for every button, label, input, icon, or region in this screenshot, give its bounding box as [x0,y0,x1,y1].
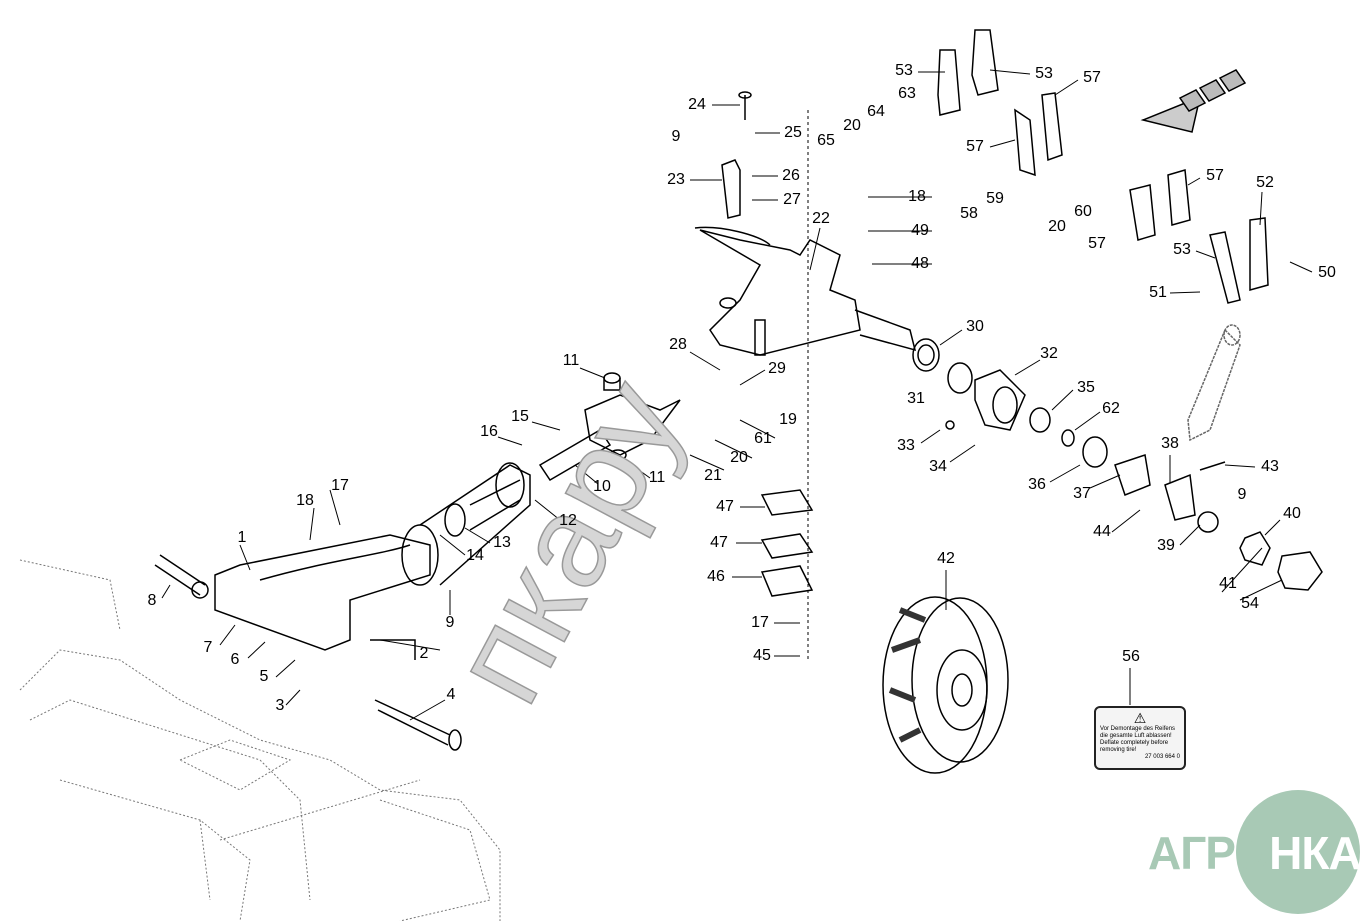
callout-46: 46 [707,568,725,585]
warning-line: Vor Demontage des Reifens [1100,726,1176,732]
callout-49: 49 [911,222,929,239]
callout-57: 57 [966,138,984,155]
callout-52: 52 [1256,174,1274,191]
callout-9: 9 [671,128,681,145]
callout-61: 61 [754,430,772,447]
callout-35: 35 [1077,379,1095,396]
callout-13: 13 [493,534,511,551]
callout-24: 24 [688,96,706,113]
callout-31: 31 [907,390,925,407]
brackets [937,29,1269,304]
callout-53: 53 [895,62,913,79]
callout-56: 56 [1122,648,1140,665]
callout-15: 15 [511,408,529,425]
callout-47: 47 [716,498,734,515]
front-axle [694,91,917,356]
callout-54: 54 [1241,595,1259,612]
callout-30: 30 [966,318,984,335]
callout-17: 17 [751,614,769,631]
callout-38: 38 [1161,435,1179,452]
tire-warning-label: ⚠ Vor Demontage des Reifens die gesamte … [1094,706,1186,770]
callout-18: 18 [908,188,926,205]
callout-14: 14 [466,547,484,564]
callout-22: 22 [812,210,830,227]
callout-32: 32 [1040,345,1058,362]
warning-line: Deflate completely before [1100,740,1169,746]
callout-28: 28 [669,336,687,353]
callout-19: 19 [779,411,797,428]
callout-53: 53 [1035,65,1053,82]
callout-3: 3 [275,697,285,714]
callout-57: 57 [1083,69,1101,86]
callout-20: 20 [1048,218,1066,235]
callout-11: 11 [562,352,580,369]
callout-17: 17 [331,477,349,494]
callout-23: 23 [667,171,685,188]
callout-9: 9 [1237,486,1247,503]
direction-arrow-icon [1140,69,1247,133]
callout-39: 39 [1157,537,1175,554]
callout-42: 42 [937,550,955,567]
logo-text-a: АГРО [1148,827,1270,879]
callout-20: 20 [843,117,861,134]
steering-cylinder [1187,324,1241,442]
callout-51: 51 [1149,284,1167,301]
callout-62: 62 [1102,400,1120,417]
logo-text-b: НКА [1269,827,1362,879]
leader-lines [161,69,1313,721]
callout-6: 6 [230,651,240,668]
warning-triangle-icon: ⚠ [1133,710,1147,726]
logo: АГРОНКА [1148,826,1362,880]
callout-2: 2 [419,645,429,662]
callout-48: 48 [911,255,929,272]
callout-10: 10 [593,478,611,495]
wheel-hub [912,338,1323,591]
callout-29: 29 [768,360,786,377]
callout-18: 18 [296,492,314,509]
callout-21: 21 [704,467,722,484]
callout-8: 8 [147,592,157,609]
callout-1: 1 [237,529,247,546]
callout-11: 11 [648,469,666,486]
callout-43: 43 [1261,458,1279,475]
callout-50: 50 [1318,264,1336,281]
callout-12: 12 [559,512,577,529]
warning-line: die gesamte Luft ablassen! [1100,733,1172,739]
logo-circle [1236,790,1360,914]
callout-4: 4 [446,686,456,703]
callout-27: 27 [783,191,801,208]
axle-carrier [154,372,681,751]
callout-60: 60 [1074,203,1092,220]
callout-44: 44 [1093,523,1111,540]
warning-code: 27 003 664 0 [1144,754,1180,760]
callout-33: 33 [897,437,915,454]
callout-41: 41 [1219,575,1237,592]
callout-40: 40 [1283,505,1301,522]
callout-37: 37 [1073,485,1091,502]
tractor-frame [19,559,501,921]
callout-58: 58 [960,205,978,222]
callout-63: 63 [898,85,916,102]
callout-26: 26 [782,167,800,184]
callout-7: 7 [203,639,213,656]
callout-16: 16 [480,423,498,440]
callout-57: 57 [1206,167,1224,184]
callout-25: 25 [784,124,802,141]
callout-64: 64 [867,103,885,120]
callout-20: 20 [730,449,748,466]
callout-36: 36 [1028,476,1046,493]
callout-57: 57 [1088,235,1106,252]
callout-34: 34 [929,458,947,475]
warning-line: removing tire! [1100,747,1137,753]
callout-53: 53 [1173,241,1191,258]
callout-5: 5 [259,668,269,685]
callout-45: 45 [753,647,771,664]
plates [760,110,814,660]
callout-47: 47 [710,534,728,551]
wheel-tire [882,596,1009,774]
callout-9: 9 [445,614,455,631]
callout-59: 59 [986,190,1004,207]
callout-65: 65 [817,132,835,149]
